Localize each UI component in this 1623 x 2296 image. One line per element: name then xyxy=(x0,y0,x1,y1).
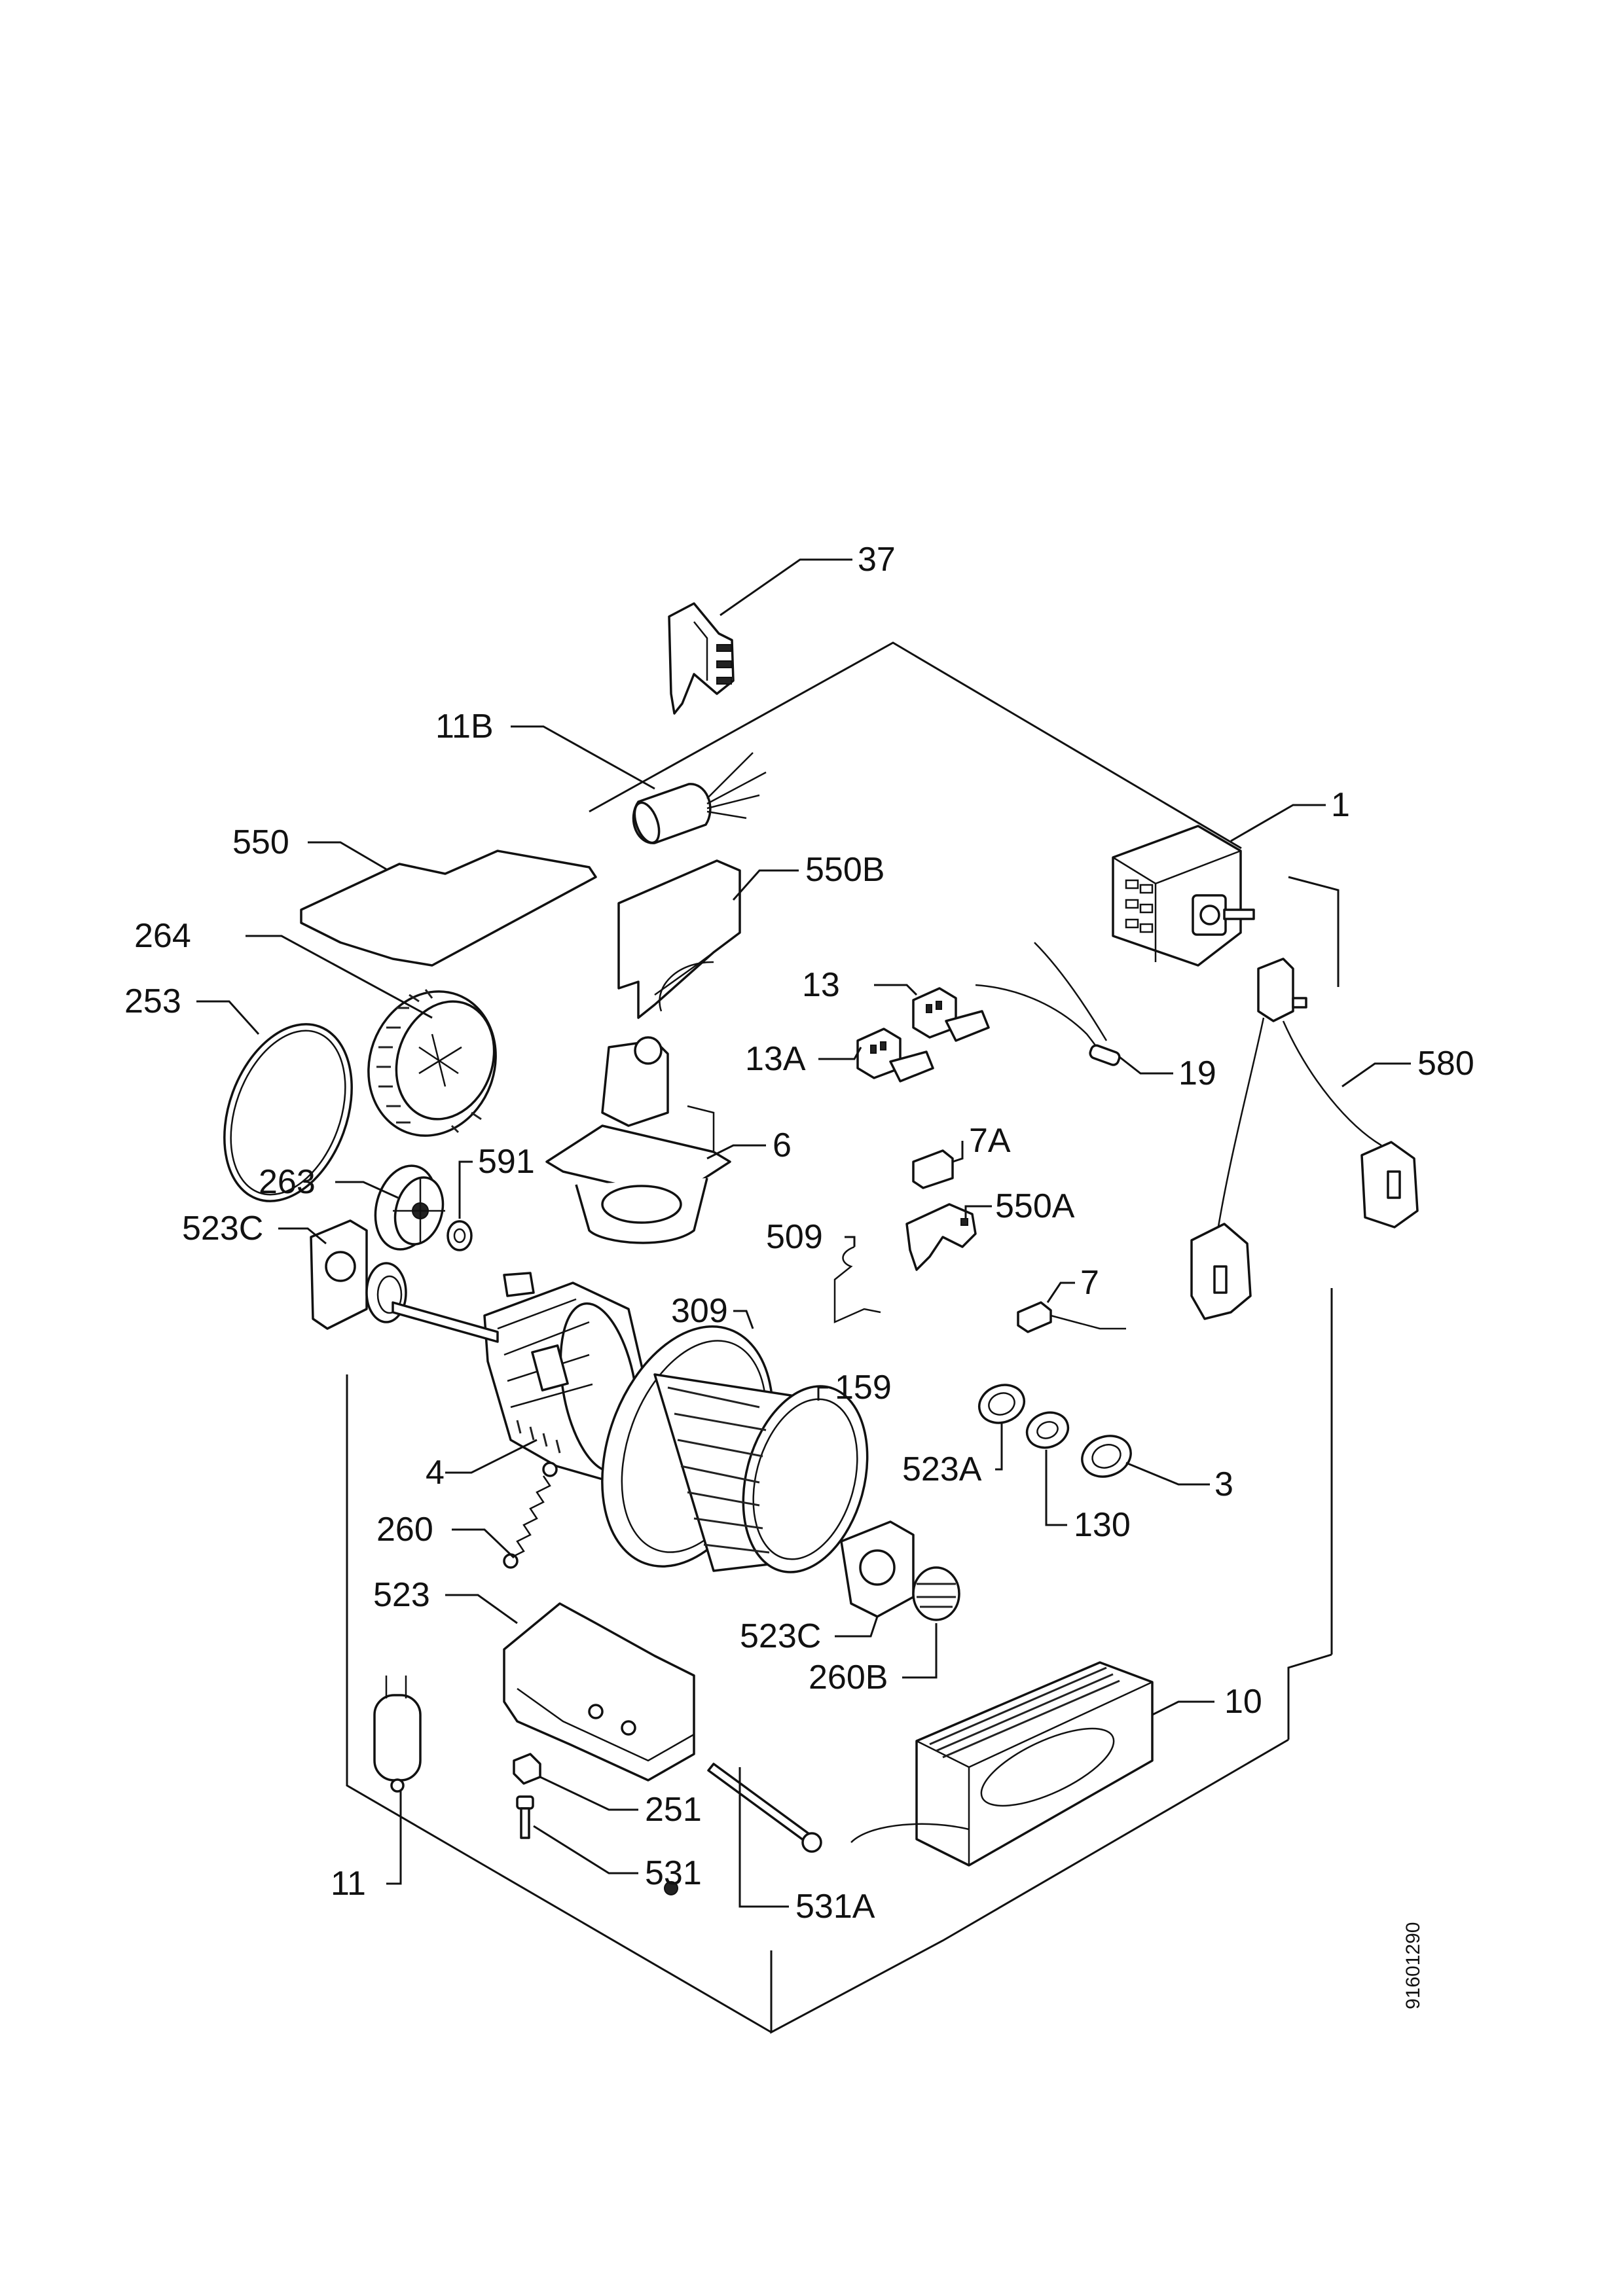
part-10-heater xyxy=(850,1661,1154,1867)
part-550A-bracket xyxy=(905,1203,977,1271)
part-550-plate xyxy=(300,850,597,967)
callout-4: 4 xyxy=(426,1454,445,1492)
part-19-sensor xyxy=(975,942,1121,1066)
callout-37: 37 xyxy=(858,541,896,579)
part-523-bracket xyxy=(503,1602,695,1782)
callout-10: 10 xyxy=(1224,1683,1262,1721)
callout-523: 523 xyxy=(373,1576,430,1614)
callout-523C-lower: 523C xyxy=(740,1617,821,1655)
callout-3: 3 xyxy=(1214,1465,1233,1503)
part-264-fan-wheel xyxy=(367,989,497,1137)
part-13-switch xyxy=(912,987,990,1042)
part-11-capacitor xyxy=(373,1676,422,1793)
callout-130: 130 xyxy=(1074,1506,1131,1544)
part-159-drum xyxy=(653,1373,869,1573)
part-13A-switch xyxy=(856,1028,934,1083)
part-523C-lower-bracket xyxy=(840,1520,915,1618)
cabinet-frame xyxy=(346,641,1340,2034)
callout-7A: 7A xyxy=(969,1122,1011,1160)
leader-lines xyxy=(196,558,1411,1908)
callout-509: 509 xyxy=(766,1218,823,1256)
part-37-bracket xyxy=(668,602,735,715)
callout-11: 11 xyxy=(331,1865,366,1903)
part-7-microswitch xyxy=(1017,1301,1126,1333)
document-number: 91601290 xyxy=(1402,1922,1424,2009)
part-253-belt xyxy=(223,1023,353,1202)
part-251-nut xyxy=(513,1753,541,1785)
part-531-screw xyxy=(516,1795,678,1895)
callout-263: 263 xyxy=(259,1163,316,1201)
part-591-washer xyxy=(447,1220,473,1251)
part-523A-bearing xyxy=(977,1384,1026,1424)
part-11B-capacitor xyxy=(632,752,767,844)
callout-159: 159 xyxy=(835,1369,892,1407)
callout-523C-upper: 523C xyxy=(182,1210,263,1247)
callout-13: 13 xyxy=(802,966,840,1004)
callout-1: 1 xyxy=(1331,786,1350,824)
part-6-housing xyxy=(545,1036,731,1244)
callout-531A: 531A xyxy=(795,1888,875,1926)
part-260B-spring xyxy=(912,1566,960,1621)
callout-550: 550 xyxy=(232,823,289,861)
callout-550B: 550B xyxy=(805,851,884,889)
part-1-timer xyxy=(1112,825,1255,967)
callout-260: 260 xyxy=(376,1511,433,1549)
callout-13A: 13A xyxy=(745,1040,806,1078)
callout-6: 6 xyxy=(773,1126,792,1164)
callout-531: 531 xyxy=(645,1854,702,1892)
callout-591: 591 xyxy=(478,1143,535,1181)
part-260-spring xyxy=(503,1462,558,1569)
part-550B-bracket xyxy=(617,859,741,1019)
callout-523A: 523A xyxy=(902,1450,982,1488)
part-3-bearing xyxy=(1081,1435,1132,1478)
callout-264: 264 xyxy=(134,917,191,955)
callout-7: 7 xyxy=(1080,1264,1099,1302)
callout-labels: 37 11B 550 550B 1 264 253 13 13A 19 580 … xyxy=(124,541,1474,2009)
part-7A-switch xyxy=(912,1149,954,1189)
callout-19: 19 xyxy=(1178,1054,1216,1092)
callout-251: 251 xyxy=(645,1791,702,1829)
callout-309: 309 xyxy=(671,1292,728,1330)
callout-580: 580 xyxy=(1417,1045,1474,1083)
callout-260B: 260B xyxy=(809,1659,888,1696)
callout-550A: 550A xyxy=(995,1187,1075,1225)
part-509-clip xyxy=(833,1246,881,1323)
part-531A-rod xyxy=(707,1763,822,1853)
part-580-switch-assembly xyxy=(1190,958,1419,1320)
part-130-washer xyxy=(1025,1411,1070,1449)
callout-11B: 11B xyxy=(435,708,494,745)
part-263-pulley xyxy=(374,1164,445,1251)
callout-253: 253 xyxy=(124,982,181,1020)
